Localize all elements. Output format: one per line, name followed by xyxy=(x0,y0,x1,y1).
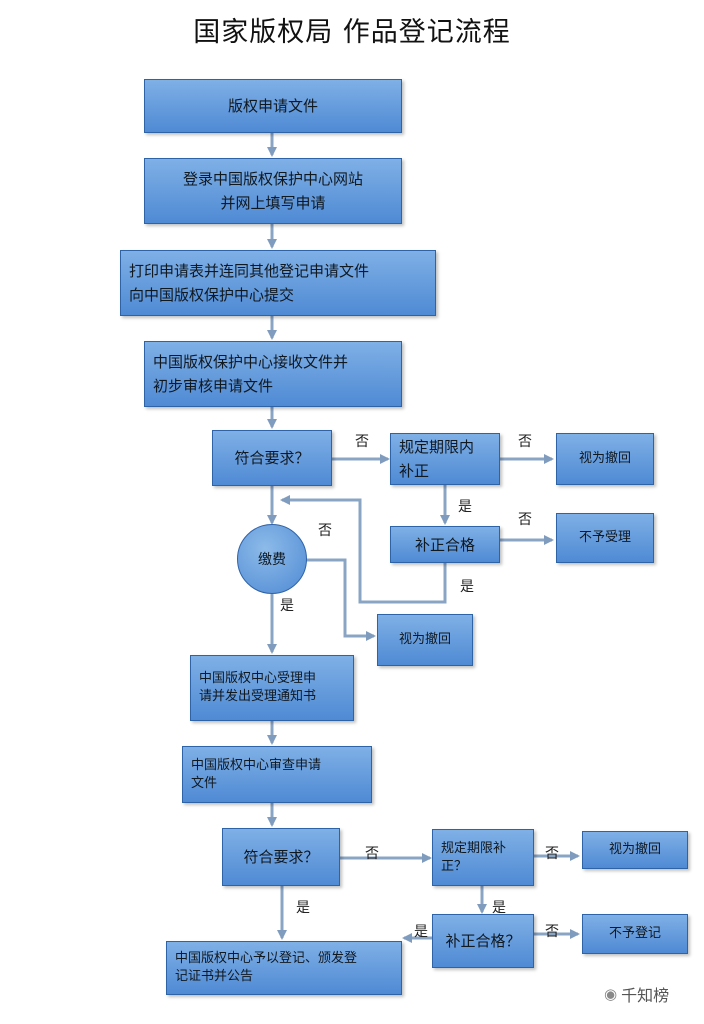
step-line: 视为撤回 xyxy=(608,842,661,857)
step-correct-within-deadline-2: 规定期限补 正？ xyxy=(432,829,534,886)
arrow-pay-w2 xyxy=(305,558,376,641)
result-withdrawn-1: 视为撤回 xyxy=(556,433,654,485)
page-title: 国家版权局 作品登记流程 xyxy=(193,17,511,48)
label-no-pay: 否 xyxy=(318,523,332,539)
step-line: 打印申请表并连同其他登记申请文件 xyxy=(129,262,370,280)
step-line: 视为撤回 xyxy=(578,451,631,466)
step-copyright-application: 版权申请文件 xyxy=(144,79,402,133)
step-line: 记证书并公告 xyxy=(175,969,254,984)
step-line: 规定期限补 xyxy=(441,840,507,856)
step-line: 向中国版权保护中心提交 xyxy=(129,286,295,304)
label-yes-r1: 是 xyxy=(460,579,474,595)
result-not-registered: 不予登记 xyxy=(582,914,688,954)
step-line: 符合要求？ xyxy=(234,449,310,467)
label-yes-pay: 是 xyxy=(280,598,294,614)
step-line: 视为撤回 xyxy=(398,632,451,647)
step-line: 版权申请文件 xyxy=(227,97,318,115)
step-line: 补正 xyxy=(399,462,430,480)
step-line: 不予受理 xyxy=(578,530,631,545)
label-yes-c2: 是 xyxy=(492,900,506,916)
label-no-c1: 否 xyxy=(518,434,532,450)
step-pay-fee: 缴费 xyxy=(237,524,307,594)
step-line: 中国版权中心审查申请 xyxy=(191,757,322,773)
step-online-registration: 登录中国版权保护中心网站 并网上填写申请 xyxy=(144,158,402,224)
step-line: 规定期限内 xyxy=(399,438,475,456)
step-print-and-submit: 打印申请表并连同其他登记申请文件 向中国版权保护中心提交 xyxy=(120,250,436,316)
step-register-and-certify: 中国版权中心予以登记、颁发登 记证书并公告 xyxy=(166,941,402,995)
result-withdrawn-3: 视为撤回 xyxy=(582,831,688,869)
step-line: 不予登记 xyxy=(608,926,661,941)
step-line: 中国版权中心予以登记、颁发登 xyxy=(175,951,358,966)
step-line: 文件 xyxy=(191,775,218,791)
step-line: 初步审核申请文件 xyxy=(153,377,274,395)
label-yes-c1: 是 xyxy=(458,499,472,515)
result-withdrawn-2: 视为撤回 xyxy=(377,614,473,666)
label-no-r1: 否 xyxy=(518,512,532,528)
label-no-d1: 否 xyxy=(355,434,369,450)
watermark-text: 千知榜 xyxy=(621,986,670,1005)
step-line: 符合要求？ xyxy=(243,848,319,866)
decision-meets-requirements-2: 符合要求？ xyxy=(222,828,340,886)
watermark: ◉ 千知榜 xyxy=(604,982,669,1006)
wechat-icon: ◉ xyxy=(604,985,618,1003)
step-line: 并网上填写申请 xyxy=(220,194,326,212)
label-no-c2: 否 xyxy=(545,846,559,862)
label-yes-d2: 是 xyxy=(296,900,310,916)
label-yes-r2: 是 xyxy=(414,924,428,940)
step-line: 登录中国版权保护中心网站 xyxy=(182,170,363,188)
step-line: 请并发出受理通知书 xyxy=(199,689,317,704)
step-line: 正？ xyxy=(441,858,468,874)
decision-correction-ok-2: 补正合格？ xyxy=(432,914,534,968)
label-no-d2: 否 xyxy=(365,846,379,862)
step-center-receive-review: 中国版权保护中心接收文件并 初步审核申请文件 xyxy=(144,341,402,407)
arrow-r1-back xyxy=(280,495,447,604)
label-no-r2: 否 xyxy=(545,924,559,940)
decision-correction-ok-1: 补正合格 xyxy=(390,526,500,563)
step-center-accept-notice: 中国版权中心受理申 请并发出受理通知书 xyxy=(190,655,354,721)
decision-meets-requirements-1: 符合要求？ xyxy=(212,430,332,486)
step-line: 补正合格？ xyxy=(445,932,521,950)
step-line: 补正合格 xyxy=(414,535,475,554)
result-not-accepted: 不予受理 xyxy=(556,513,654,563)
step-correct-within-deadline-1: 规定期限内 补正 xyxy=(390,433,500,485)
step-line: 中国版权中心受理申 xyxy=(199,671,317,686)
step-line: 中国版权保护中心接收文件并 xyxy=(153,353,349,371)
step-line: 缴费 xyxy=(258,552,286,568)
step-center-examine-application: 中国版权中心审查申请 文件 xyxy=(182,746,372,803)
